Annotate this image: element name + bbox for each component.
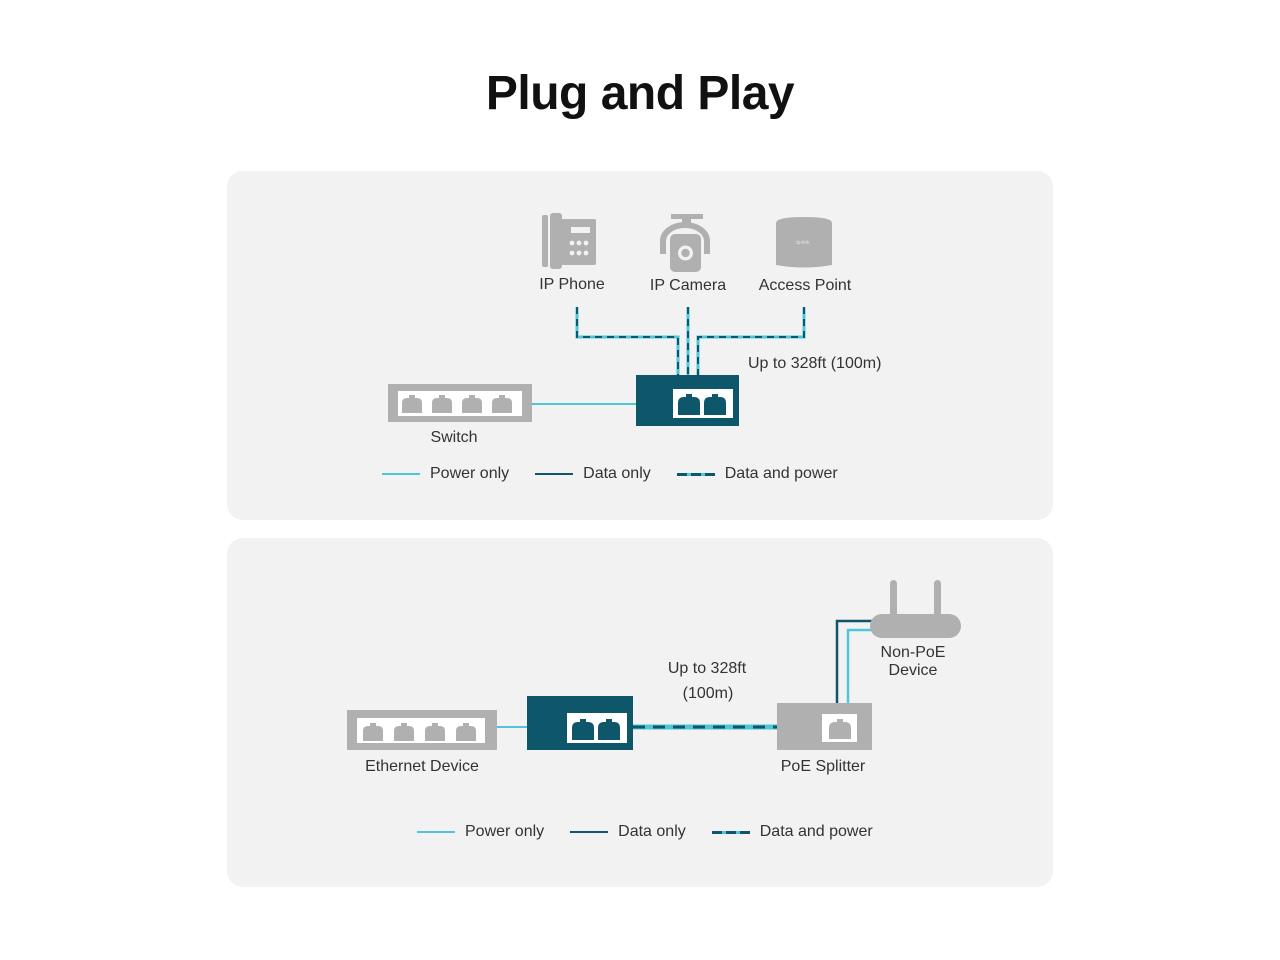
legend-item-data: Data only: [535, 465, 651, 483]
diagram-panel-poe-splitter: Up to 328ft (100m) Non-PoE Device Ethern…: [227, 538, 1053, 887]
ip-camera-icon: [660, 214, 710, 272]
legend-item-data: Data only: [570, 823, 686, 841]
ip-phone-icon: [542, 213, 596, 269]
svg-text:tp-link: tp-link: [796, 240, 810, 246]
panel1-graphics: tp-link: [388, 213, 832, 426]
data-and-power-swatch: [676, 472, 715, 476]
data-only-cable: [835, 619, 877, 703]
poe-injector: [527, 696, 633, 750]
data-only-swatch: [570, 831, 609, 833]
poe-injector: [636, 375, 739, 426]
legend-item-power: Power only: [382, 465, 509, 483]
poe-splitter: [777, 703, 872, 750]
legend-label: Data only: [618, 823, 686, 840]
legend-label: Power only: [465, 823, 545, 840]
switch-ports: [402, 395, 512, 413]
legend-label: Power only: [430, 465, 510, 482]
legend-item-power: Power only: [417, 823, 544, 841]
power-only-swatch: [417, 831, 455, 833]
power-only-cable: [846, 628, 877, 703]
switch-device: [388, 384, 532, 422]
non-poe-label-line1: Non-PoE: [880, 644, 946, 661]
data-and-power-swatch: [711, 830, 750, 834]
data-only-swatch: [535, 473, 574, 475]
panel2-graphics: [347, 580, 961, 750]
switch-label: Switch: [430, 429, 478, 446]
splitter-label: PoE Splitter: [780, 758, 866, 775]
device-label: IP Camera: [649, 277, 727, 294]
data-and-power-cables: [575, 307, 806, 375]
legend-item-both: Data and power: [676, 465, 838, 483]
legend-item-both: Data and power: [711, 823, 873, 841]
non-poe-label-line2: Device: [888, 662, 938, 679]
diagram-panel-poe-injector-multi: tp-link: [227, 171, 1053, 520]
distance-label-line1: Up to 328ft: [667, 660, 747, 677]
ethernet-device-label: Ethernet Device: [365, 758, 479, 775]
distance-label: Up to 328ft (100m): [748, 355, 882, 372]
ethernet-device: [347, 710, 497, 750]
non-poe-label: Non-PoE Device: [881, 644, 946, 680]
device-label: Access Point: [758, 277, 852, 294]
legend: Power only Data only Data and power: [417, 823, 899, 841]
distance-label-line2: (100m): [682, 685, 734, 702]
legend-label: Data and power: [759, 823, 873, 840]
power-only-swatch: [382, 473, 420, 475]
access-point-icon: tp-link: [776, 217, 832, 268]
legend: Power only Data only Data and power: [382, 465, 864, 483]
device-label: IP Phone: [539, 276, 605, 293]
page-title: Plug and Play: [485, 67, 795, 120]
legend-label: Data and power: [724, 465, 838, 482]
legend-label: Data only: [583, 465, 651, 482]
non-poe-router-icon: [870, 580, 961, 638]
